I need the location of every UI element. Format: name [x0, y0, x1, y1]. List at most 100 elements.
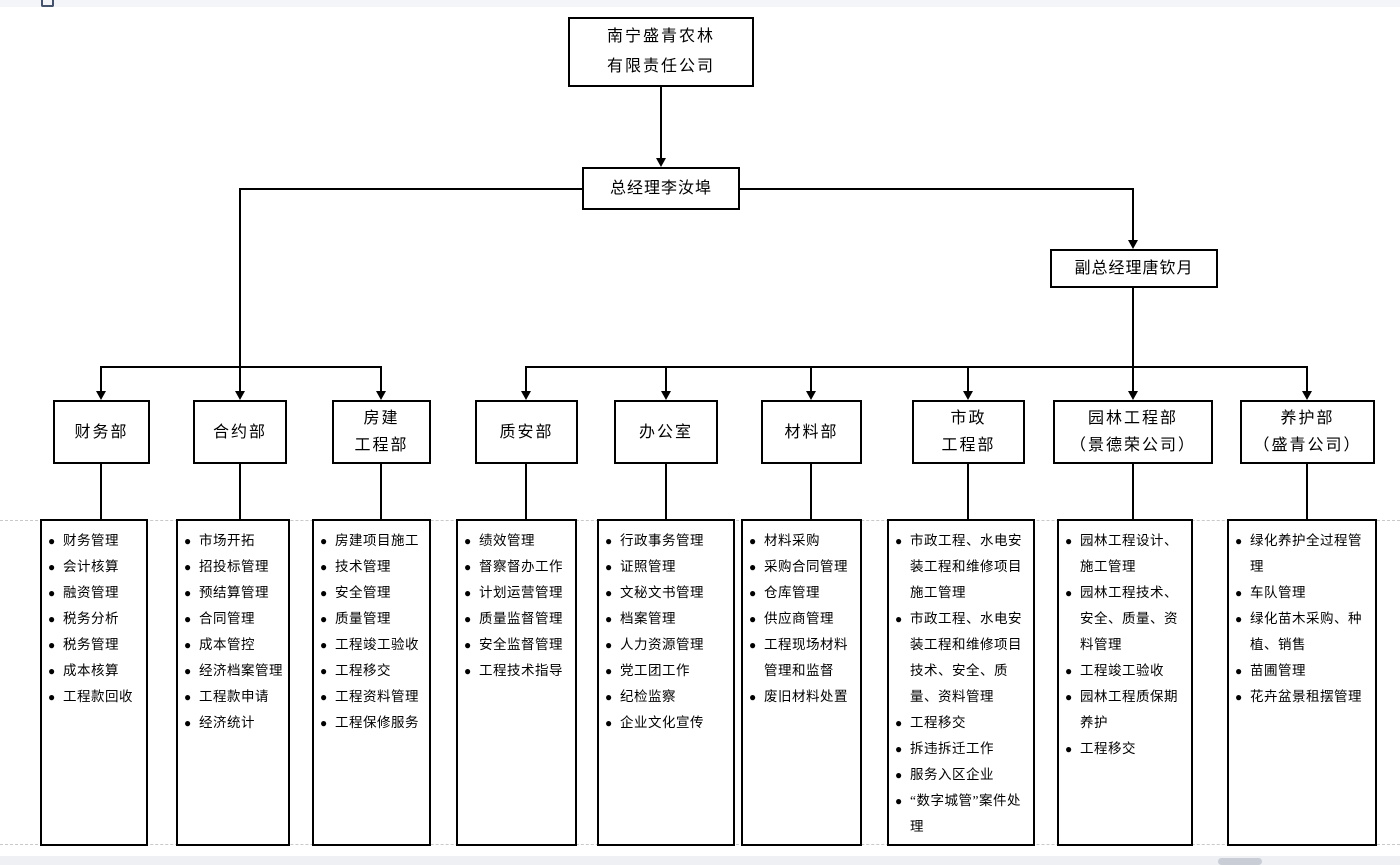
- duty-item-text: 废旧材料处置: [764, 689, 848, 704]
- bullet-icon: ●: [895, 612, 903, 626]
- bullet-icon: ●: [184, 612, 192, 626]
- bullet-icon: ●: [1235, 586, 1243, 600]
- duty-item-text: 花卉盆景租摆管理: [1250, 689, 1362, 704]
- duty-item: ●党工团工作: [605, 658, 730, 684]
- duty-item-text: 工程保修服务: [335, 715, 419, 730]
- duty-item-text: 供应商管理: [764, 611, 834, 626]
- duty-item: ●工程移交: [895, 710, 1030, 736]
- bullet-icon: ●: [1235, 690, 1243, 704]
- duty-item: ●计划运营管理: [464, 580, 572, 606]
- duty-item-text: 工程竣工验收: [335, 637, 419, 652]
- dept-box-maintenance: 养护部 （盛青公司）: [1240, 400, 1375, 464]
- duty-item-text: 工程移交: [1080, 741, 1136, 756]
- duty-item: ●企业文化宣传: [605, 710, 730, 736]
- arrow-down-icon: [1302, 391, 1312, 400]
- viewer-bottom-bar: [0, 856, 1400, 865]
- bullet-icon: ●: [184, 586, 192, 600]
- window-button-icon[interactable]: [41, 0, 54, 7]
- duty-item-text: 服务入区企业: [910, 767, 994, 782]
- duty-item-text: 质量监督管理: [479, 611, 563, 626]
- bullet-icon: ●: [749, 534, 757, 548]
- duty-item-text: 文秘文书管理: [620, 585, 704, 600]
- duty-item-text: 仓库管理: [764, 585, 820, 600]
- bullet-icon: ●: [184, 716, 192, 730]
- duty-item-text: 苗圃管理: [1250, 663, 1306, 678]
- duty-item: ●质量监督管理: [464, 606, 572, 632]
- duty-item-text: 工程技术指导: [479, 663, 563, 678]
- horizontal-scrollbar-thumb[interactable]: [1218, 858, 1262, 865]
- duty-item-text: 税务管理: [63, 637, 119, 652]
- bullet-icon: ●: [1065, 534, 1073, 548]
- duty-item-text: 工程资料管理: [335, 689, 419, 704]
- arrow-down-icon: [656, 158, 666, 167]
- bullet-icon: ●: [184, 534, 192, 548]
- connector-line: [525, 366, 527, 391]
- dept-name: 房建: [363, 410, 400, 427]
- duty-item: ● 工程竣工验收: [320, 632, 426, 658]
- dept-name-line2: （盛青公司）: [1253, 437, 1362, 454]
- arrow-down-icon: [1128, 391, 1138, 400]
- duty-item-text: 经济统计: [199, 715, 255, 730]
- dept-name: 财务部: [74, 423, 129, 441]
- connector-line: [239, 366, 241, 391]
- bullet-icon: ●: [320, 638, 328, 652]
- duty-item-text: 督察督办工作: [479, 559, 563, 574]
- duty-item: ● 成本核算: [48, 658, 143, 684]
- duty-list-quality-safety: ●绩效管理●督察督办工作●计划运营管理●质量监督管理●安全监督管理●工程技术指导: [456, 519, 577, 846]
- duty-item-text: 成本核算: [63, 663, 119, 678]
- dept-name: 材料部: [784, 423, 839, 441]
- deputy-general-manager-label: 副总经理唐钦月: [1074, 259, 1194, 277]
- dept-name: 办公室: [638, 423, 693, 441]
- duty-item: ● 花卉盆景租摆管理: [1235, 684, 1372, 710]
- company-name-line1: 南宁盛青农林: [606, 28, 715, 45]
- duty-item: ●安全监督管理: [464, 632, 572, 658]
- bullet-icon: ●: [48, 638, 56, 652]
- deputy-general-manager-box: 副总经理唐钦月: [1050, 249, 1218, 288]
- bullet-icon: ●: [605, 612, 613, 626]
- duty-item: ●园林工程设计、施工管理: [1065, 528, 1188, 580]
- duty-item-text: 档案管理: [620, 611, 676, 626]
- duty-item: ● 仓库管理: [749, 580, 857, 606]
- duty-item-text: 计划运营管理: [479, 585, 563, 600]
- duty-item: ● 经济统计: [184, 710, 285, 736]
- duty-item-text: 绿化养护全过程管理: [1250, 533, 1362, 574]
- dept-box-finance: 财务部: [53, 400, 150, 464]
- bullet-icon: ●: [749, 690, 757, 704]
- duty-item: ●市政工程、水电安装工程和维修项目施工管理: [895, 528, 1030, 606]
- bullet-icon: ●: [749, 586, 757, 600]
- connector-line: [1132, 464, 1134, 520]
- dept-name: 质安部: [499, 423, 554, 441]
- connector-line: [1306, 366, 1308, 391]
- duty-item: ●市场开拓: [184, 528, 285, 554]
- bullet-icon: ●: [48, 664, 56, 678]
- bullet-icon: ●: [464, 664, 472, 678]
- duty-item: ●人力资源管理: [605, 632, 730, 658]
- duty-list-landscape-engineering: ●园林工程设计、施工管理●园林工程技术、安全、质量、资料管理●工程竣工验收●园林…: [1057, 519, 1193, 846]
- bullet-icon: ●: [184, 690, 192, 704]
- connector-line: [810, 366, 812, 391]
- dept-box-contracts: 合约部: [193, 400, 287, 464]
- arrow-down-icon: [521, 391, 531, 400]
- connector-line: [665, 464, 667, 520]
- arrow-down-icon: [1128, 240, 1138, 249]
- duty-item: ●融资管理: [48, 580, 143, 606]
- duty-item: ●拆违拆迁工作: [895, 736, 1030, 762]
- duty-item: ● 档案管理: [605, 606, 730, 632]
- duty-item-text: 工程款回收: [63, 689, 133, 704]
- duty-item-text: 技术管理: [335, 559, 391, 574]
- duty-item-text: 绿化苗木采购、种植、销售: [1250, 611, 1362, 652]
- duty-item-text: 拆违拆迁工作: [910, 741, 994, 756]
- bullet-icon: ●: [749, 560, 757, 574]
- duty-item-text: 安全管理: [335, 585, 391, 600]
- arrow-down-icon: [96, 391, 106, 400]
- dept-box-quality-safety: 质安部: [475, 400, 578, 464]
- connector-line: [380, 366, 382, 391]
- duty-item: ●预结算管理: [184, 580, 285, 606]
- duty-item: ●文秘文书管理: [605, 580, 730, 606]
- bullet-icon: ●: [1065, 690, 1073, 704]
- duty-item-text: 绩效管理: [479, 533, 535, 548]
- duty-item-text: 成本管控: [199, 637, 255, 652]
- duty-list-contracts: ●市场开拓●招投标管理●预结算管理●合同管理●成本管控●经济档案管理●工程款申请…: [176, 519, 290, 846]
- duty-item: ●工程款申请: [184, 684, 285, 710]
- duty-item-text: 材料采购: [764, 533, 820, 548]
